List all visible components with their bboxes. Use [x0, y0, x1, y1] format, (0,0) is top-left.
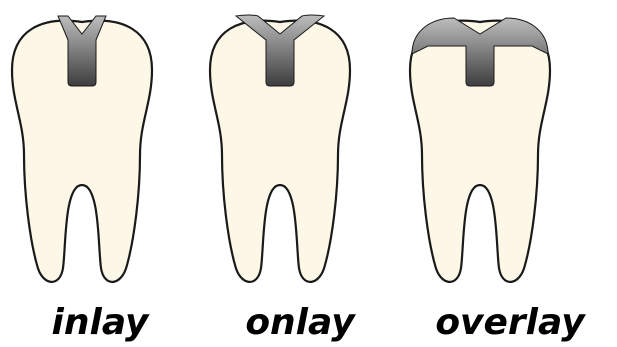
inlay-label: inlay — [52, 302, 150, 343]
tooth-overlay — [410, 18, 550, 282]
tooth-inlay — [12, 14, 152, 282]
onlay-label: onlay — [245, 302, 356, 343]
overlay-label: overlay — [435, 302, 586, 343]
tooth-onlay — [210, 15, 350, 282]
